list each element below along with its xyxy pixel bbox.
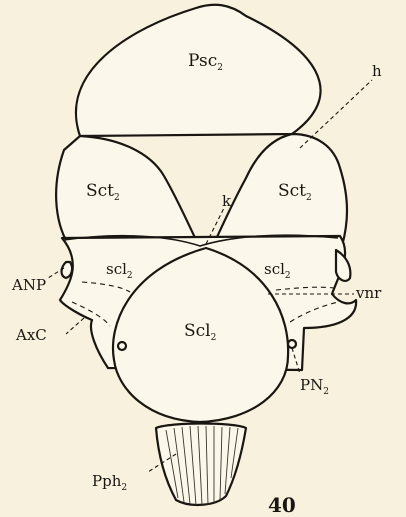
label-k: k: [222, 192, 232, 210]
leader-axc: [66, 318, 84, 334]
label-axc: AxC: [15, 326, 47, 344]
label-pn2: PN2: [300, 376, 329, 397]
label-pph2: Pph2: [92, 472, 127, 493]
label-vnr: vnr: [355, 284, 382, 302]
label-h: h: [372, 62, 382, 80]
left-scutum-plate: [56, 136, 200, 248]
left-posterior-knob: [118, 342, 126, 350]
left-notal-process: [62, 262, 73, 278]
label-anp: ANP: [11, 276, 46, 294]
right-notal-process: [336, 250, 350, 281]
right-posterior-knob: [288, 340, 296, 348]
figure-number: 40: [268, 493, 296, 513]
